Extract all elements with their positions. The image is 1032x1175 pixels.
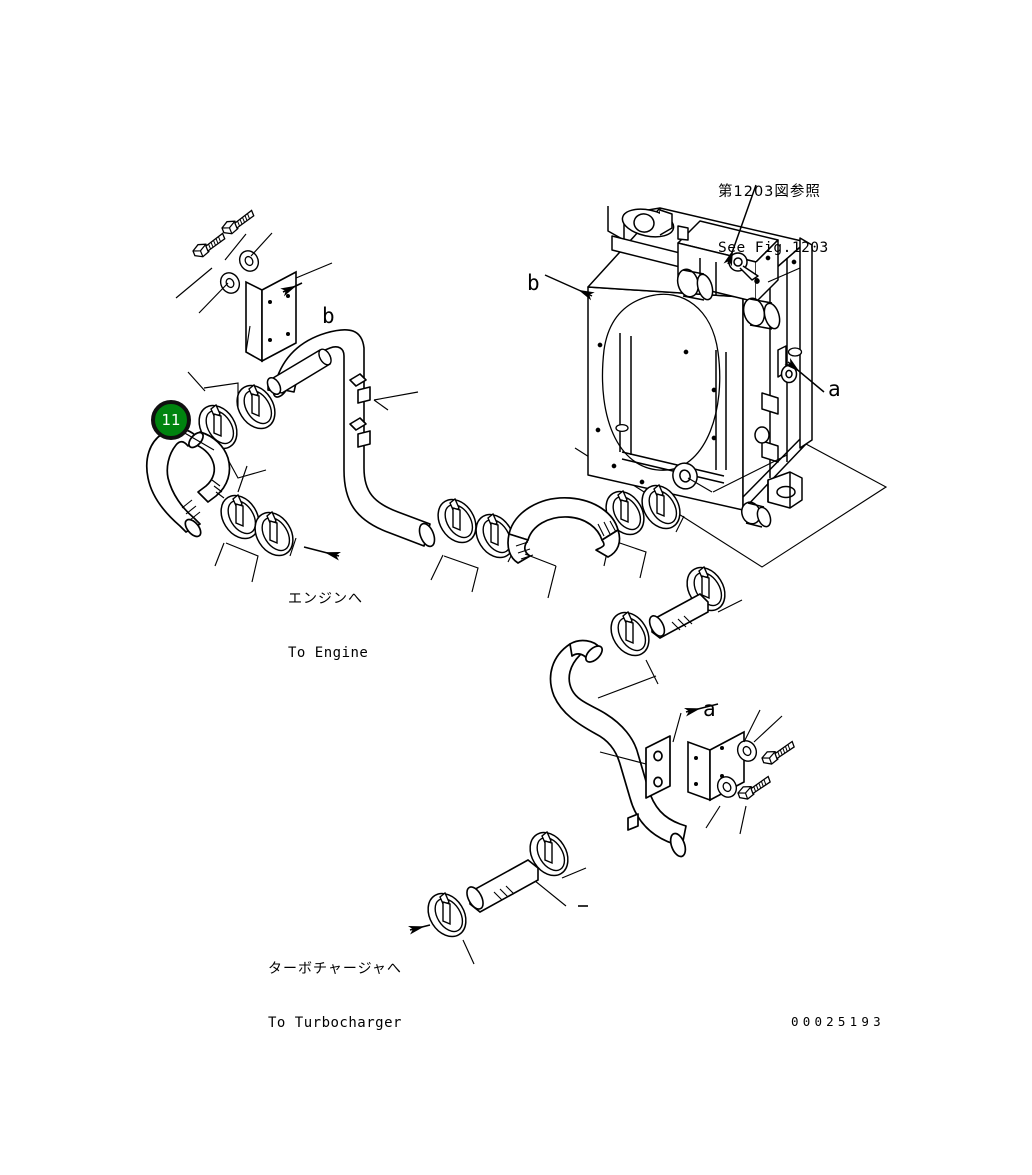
flow-label-to-engine: エンジンへ To Engine xyxy=(288,555,368,698)
section-b-radiator-arrow xyxy=(544,274,595,301)
radiator-shroud-assembly xyxy=(587,206,813,528)
upper-intercooler-pipe xyxy=(272,329,436,548)
reference-note: 第1203図参照 See Fig.1203 xyxy=(718,146,829,294)
section-marker-a-lower: a xyxy=(703,697,717,721)
section-marker-a-radiator: a xyxy=(828,377,842,401)
section-a-radiator-arrow xyxy=(784,357,825,393)
reference-note-leader xyxy=(723,184,757,267)
lower-intercooler-pipe xyxy=(549,639,687,858)
part-11-rubber-hose xyxy=(145,428,231,538)
flow-label-to-turbocharger: ターボチャージャへ To Turbocharger xyxy=(268,925,402,1068)
section-marker-b-radiator: b xyxy=(527,271,541,295)
drawing-number: 00025193 xyxy=(791,1014,885,1029)
lower-right-mounting-bracket-assembly xyxy=(599,703,798,835)
callout-badge-11-label: 11 xyxy=(161,411,181,429)
flow-label-to-turbocharger-english: To Turbocharger xyxy=(268,1014,402,1031)
lower-left-clamp-group xyxy=(212,487,342,583)
flow-label-to-engine-english: To Engine xyxy=(288,644,369,661)
turbocharger-sleeve-hose-assembly xyxy=(407,824,588,965)
callout-badge-11[interactable]: 11 xyxy=(151,400,191,440)
reference-note-japanese: 第1203図参照 xyxy=(718,184,821,201)
flow-label-to-engine-japanese: エンジンへ xyxy=(288,590,363,607)
upper-left-mounting-bracket-assembly xyxy=(175,209,333,363)
middle-elbow-hose-assembly xyxy=(429,477,689,593)
upper-left-clamp-group xyxy=(187,348,332,493)
reference-note-english: See Fig.1203 xyxy=(718,239,829,256)
section-marker-b-upper-left: b xyxy=(322,304,336,328)
flow-label-to-turbocharger-japanese: ターボチャージャへ xyxy=(268,960,402,977)
right-sleeve-hose-assembly xyxy=(602,559,743,685)
